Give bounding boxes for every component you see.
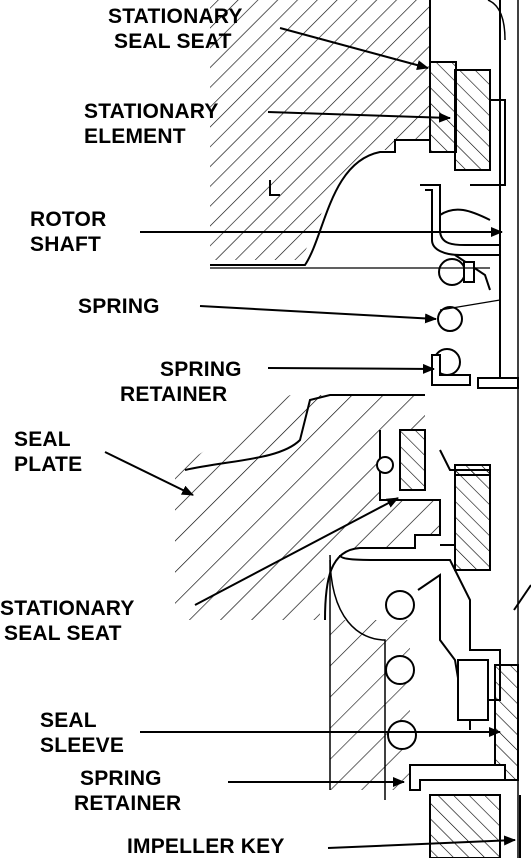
label-line: ROTOR [30,208,107,231]
label-line: SEAL SEAT [4,622,122,645]
label-line: ELEMENT [84,125,186,148]
label-line: PLATE [14,453,83,476]
leader-spring-retainer-top [267,363,435,374]
lower-spring-retainer [409,764,506,791]
label-seal-sleeve: SEAL SLEEVE [40,708,124,758]
upper-spring-retainer [431,354,519,389]
impeller [429,794,521,858]
leader-lines [104,27,531,849]
label-line: SEAL [40,709,97,732]
label-line: SHAFT [30,233,101,256]
upper-housing [210,0,431,266]
upper-springs [210,258,501,376]
label-line: SPRING [80,767,162,790]
label-seal-plate: SEAL PLATE [14,427,82,477]
upper-bellows [420,184,500,291]
label-line: RETAINER [74,792,182,815]
leader-impeller-key [327,835,516,849]
label-rotor-shaft: ROTOR SHAFT [30,207,106,257]
label-line: SPRING [78,295,160,318]
label-line: RETAINER [120,383,228,406]
label-line: SEAL SEAT [114,30,232,53]
leader-stationary-seal-seat-bottom [194,497,399,606]
label-line: SPRING [160,358,242,381]
label-spring-retainer-bottom: SPRING RETAINER [74,766,181,816]
label-line: STATIONARY [108,5,243,28]
lower-housing-outline [329,554,501,800]
seal-sleeve [494,664,519,781]
lower-springs [385,573,489,750]
label-line: IMPELLER KEY [127,835,285,858]
seal-plate [175,394,441,621]
label-line: STATIONARY [0,597,135,620]
leader-stationary-element [267,111,451,123]
stationary-seal-seat-top [429,61,457,153]
label-stationary-seal-seat-top: STATIONARY SEAL SEAT [108,4,243,54]
label-line: SEAL [14,428,71,451]
leader-lower-right [513,584,531,611]
leader-stationary-seal-seat-top [279,27,429,70]
label-spring: SPRING [78,294,160,319]
label-stationary-seal-seat-bottom: STATIONARY SEAL SEAT [0,596,135,646]
label-line: STATIONARY [84,100,219,123]
leader-spring [199,305,437,324]
lower-stationary-element [454,464,491,571]
stationary-element [454,69,506,186]
label-stationary-element: STATIONARY ELEMENT [84,99,219,149]
stationary-seal-seat-bottom [376,429,456,546]
leader-seal-plate [104,451,194,496]
label-spring-retainer-top: SPRING RETAINER [120,357,242,407]
label-line: SLEEVE [40,734,125,757]
label-impeller-key: IMPELLER KEY [127,834,285,859]
